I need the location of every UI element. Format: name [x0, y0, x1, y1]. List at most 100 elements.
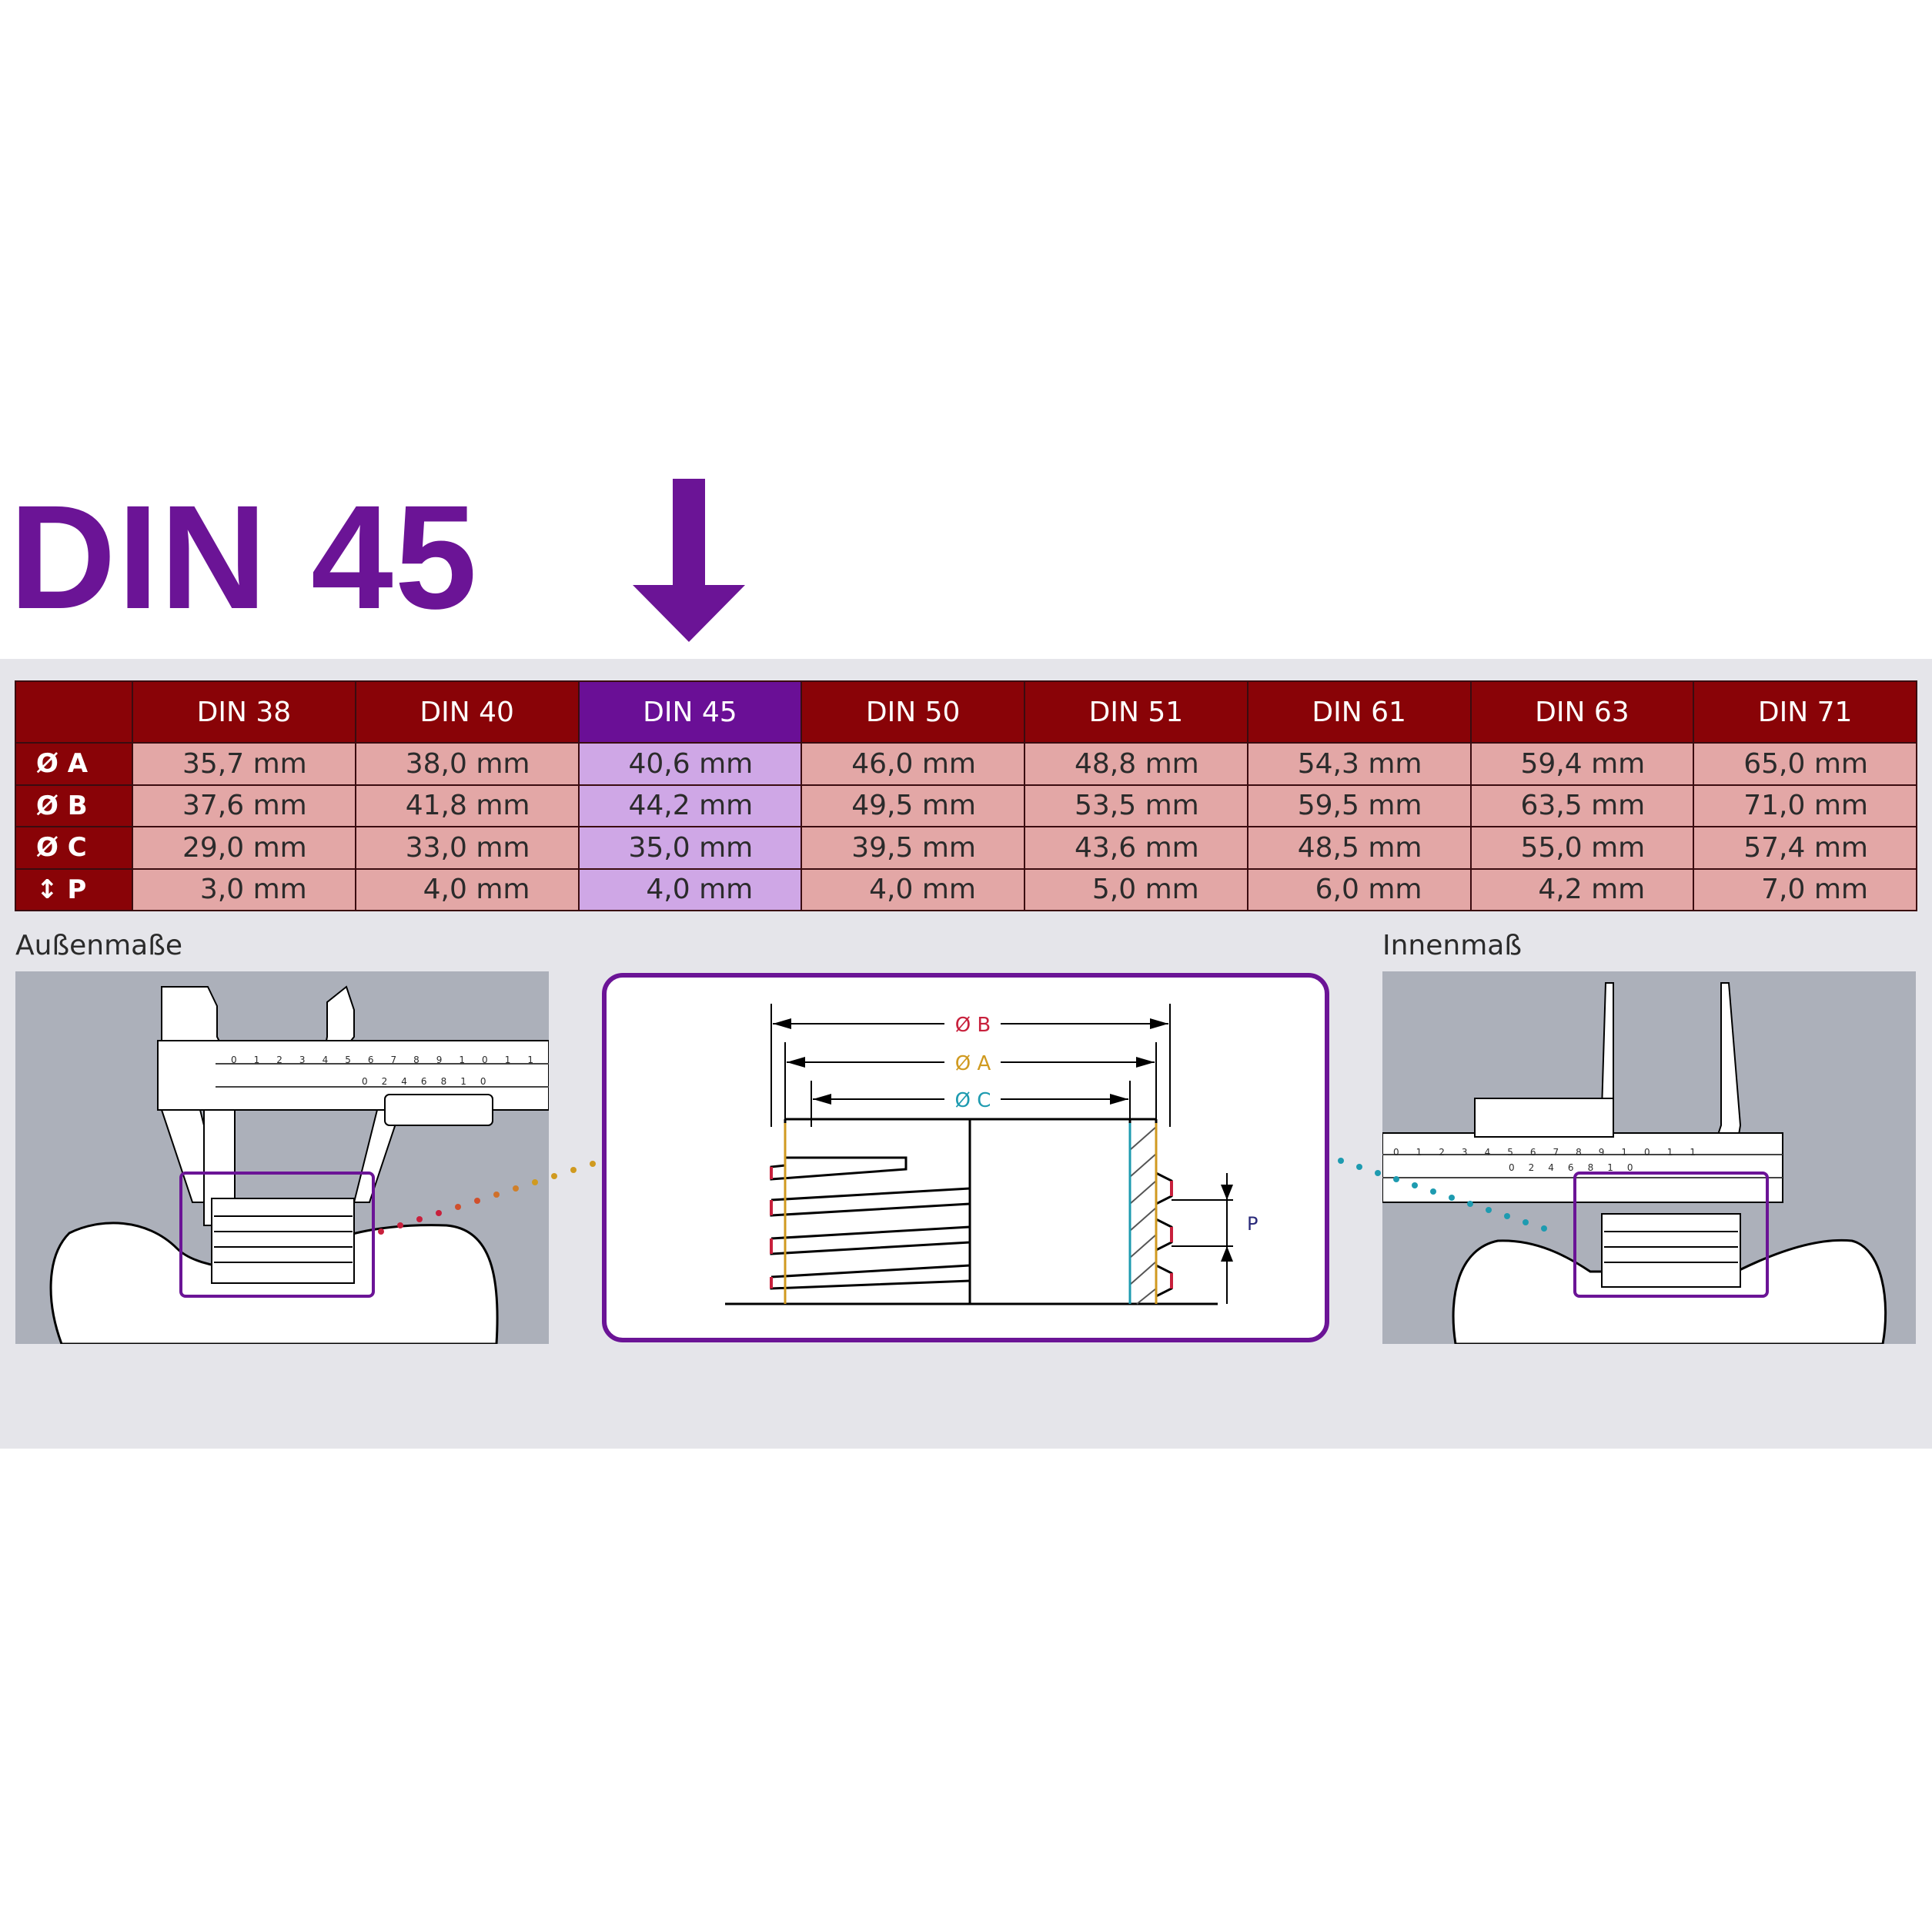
- inner-scale-label: 01234567891011: [1393, 1147, 1713, 1158]
- vernier-tick: 4: [401, 1076, 421, 1087]
- vernier-tick: 6: [420, 1076, 441, 1087]
- table-row: ↕ P 3,0 mm 4,0 mm 4,0 mm 4,0 mm 5,0 mm 6…: [15, 867, 1917, 911]
- table-cell: 35,7 mm: [132, 742, 356, 786]
- scale-tick: 10: [1621, 1147, 1667, 1158]
- table-cell: 71,0 mm: [1693, 784, 1917, 827]
- scale-tick: 6: [367, 1055, 391, 1065]
- row-label: ↕ P: [15, 867, 133, 911]
- table-cell: 6,0 mm: [1246, 867, 1472, 911]
- table-cell: 38,0 mm: [354, 742, 580, 786]
- scale-tick: 3: [1461, 1147, 1485, 1158]
- scale-tick: 5: [1507, 1147, 1530, 1158]
- table-cell: 4,2 mm: [1469, 867, 1695, 911]
- scale-tick: 0: [231, 1055, 254, 1065]
- column-header: DIN 71: [1693, 680, 1917, 744]
- scale-tick: 11: [504, 1055, 550, 1065]
- inner-measure-illustration: [1382, 971, 1916, 1344]
- table-cell: 46,0 mm: [801, 742, 1025, 786]
- row-label: Ø B: [15, 784, 133, 827]
- vernier-tick: 2: [1528, 1162, 1549, 1173]
- table-cell: 49,5 mm: [801, 784, 1025, 827]
- table-cell: 7,0 mm: [1693, 867, 1917, 911]
- vernier-tick: 0: [1509, 1162, 1529, 1173]
- dim-a-label: Ø A: [955, 1052, 991, 1075]
- scale-tick: 4: [1484, 1147, 1508, 1158]
- hatch-pattern: [1129, 1126, 1157, 1305]
- scale-tick: 4: [322, 1055, 346, 1065]
- scale-tick: 7: [390, 1055, 414, 1065]
- table-cell: 57,4 mm: [1693, 826, 1917, 870]
- table-cell: 63,5 mm: [1469, 784, 1695, 827]
- outer-vernier-label: 0246810: [362, 1076, 500, 1087]
- scale-tick: 2: [1439, 1147, 1462, 1158]
- table-cell: 65,0 mm: [1693, 742, 1917, 786]
- table-cell: 29,0 mm: [132, 826, 356, 870]
- table-header-row: DIN 38 DIN 40 DIN 45 DIN 50 DIN 51 DIN 6…: [15, 680, 1917, 744]
- table-cell: 48,5 mm: [1246, 826, 1472, 870]
- thread-dimension-diagram: Ø B Ø A Ø C: [602, 973, 1329, 1342]
- vernier-tick: 4: [1548, 1162, 1568, 1173]
- table-cell: 33,0 mm: [354, 826, 580, 870]
- scale-tick: 6: [1529, 1147, 1553, 1158]
- scale-tick: 11: [1666, 1147, 1713, 1158]
- highlight-frame: [1573, 1172, 1769, 1298]
- scale-tick: 3: [299, 1055, 323, 1065]
- table-cell: 48,8 mm: [1024, 742, 1248, 786]
- dim-p-label: P: [1247, 1213, 1258, 1235]
- outer-measure-illustration: [15, 971, 549, 1344]
- table-row: Ø A 35,7 mm 38,0 mm 40,6 mm 46,0 mm 48,8…: [15, 742, 1917, 786]
- scale-tick: 9: [1598, 1147, 1622, 1158]
- scale-tick: 1: [1416, 1147, 1439, 1158]
- scale-tick: 1: [253, 1055, 277, 1065]
- table-cell: 37,6 mm: [132, 784, 356, 827]
- table-row: Ø C 29,0 mm 33,0 mm 35,0 mm 39,5 mm 43,6…: [15, 826, 1917, 870]
- table-cell: 59,4 mm: [1469, 742, 1695, 786]
- table-cell: 4,0 mm: [801, 867, 1025, 911]
- vernier-tick: 8: [1587, 1162, 1608, 1173]
- table-cell: 54,3 mm: [1246, 742, 1472, 786]
- row-label: Ø C: [15, 826, 133, 870]
- scale-tick: 7: [1553, 1147, 1576, 1158]
- table-cell-highlighted: 40,6 mm: [577, 742, 803, 786]
- column-header: DIN 51: [1024, 680, 1248, 744]
- table-cell: 43,6 mm: [1024, 826, 1248, 870]
- table-cell: 59,5 mm: [1246, 784, 1472, 827]
- arrow-down-icon: [633, 479, 745, 642]
- table-cell: 55,0 mm: [1469, 826, 1695, 870]
- vernier-tick: 10: [460, 1076, 500, 1087]
- scale-tick: 9: [436, 1055, 460, 1065]
- column-header: DIN 50: [801, 680, 1025, 744]
- vernier-tick: 6: [1567, 1162, 1588, 1173]
- table-cell-highlighted: 4,0 mm: [577, 867, 803, 911]
- column-header-highlighted: DIN 45: [577, 680, 803, 744]
- page-title: DIN 45: [9, 474, 479, 640]
- scale-tick: 8: [1576, 1147, 1599, 1158]
- inner-measure-label: Innenmaß: [1382, 930, 1523, 961]
- row-label: Ø A: [15, 742, 133, 786]
- dim-b-label: Ø B: [955, 1014, 991, 1037]
- scale-tick: 0: [1393, 1147, 1416, 1158]
- outer-measure-label: Außenmaße: [15, 930, 183, 961]
- vernier-tick: 8: [440, 1076, 461, 1087]
- table-cell: 53,5 mm: [1024, 784, 1248, 827]
- scale-tick: 2: [276, 1055, 299, 1065]
- table-cell-highlighted: 35,0 mm: [577, 826, 803, 870]
- column-header: DIN 40: [354, 680, 580, 744]
- table-cell-highlighted: 44,2 mm: [577, 784, 803, 827]
- column-header: DIN 63: [1469, 680, 1695, 744]
- column-header: DIN 38: [132, 680, 356, 744]
- table-cell: 5,0 mm: [1024, 867, 1248, 911]
- table-cell: 4,0 mm: [354, 867, 580, 911]
- table-cell: 3,0 mm: [132, 867, 356, 911]
- vernier-tick: 10: [1607, 1162, 1647, 1173]
- table-row: Ø B 37,6 mm 41,8 mm 44,2 mm 49,5 mm 53,5…: [15, 784, 1917, 827]
- inner-vernier-label: 0246810: [1509, 1162, 1646, 1173]
- scale-tick: 5: [345, 1055, 368, 1065]
- vernier-tick: 2: [381, 1076, 402, 1087]
- table-cell: 41,8 mm: [354, 784, 580, 827]
- thread-size-table: DIN 38 DIN 40 DIN 45 DIN 50 DIN 51 DIN 6…: [15, 680, 1917, 911]
- column-header: DIN 61: [1246, 680, 1472, 744]
- table-cell: 39,5 mm: [801, 826, 1025, 870]
- vernier-tick: 0: [362, 1076, 382, 1087]
- outer-scale-label: 01234567891011: [231, 1055, 550, 1065]
